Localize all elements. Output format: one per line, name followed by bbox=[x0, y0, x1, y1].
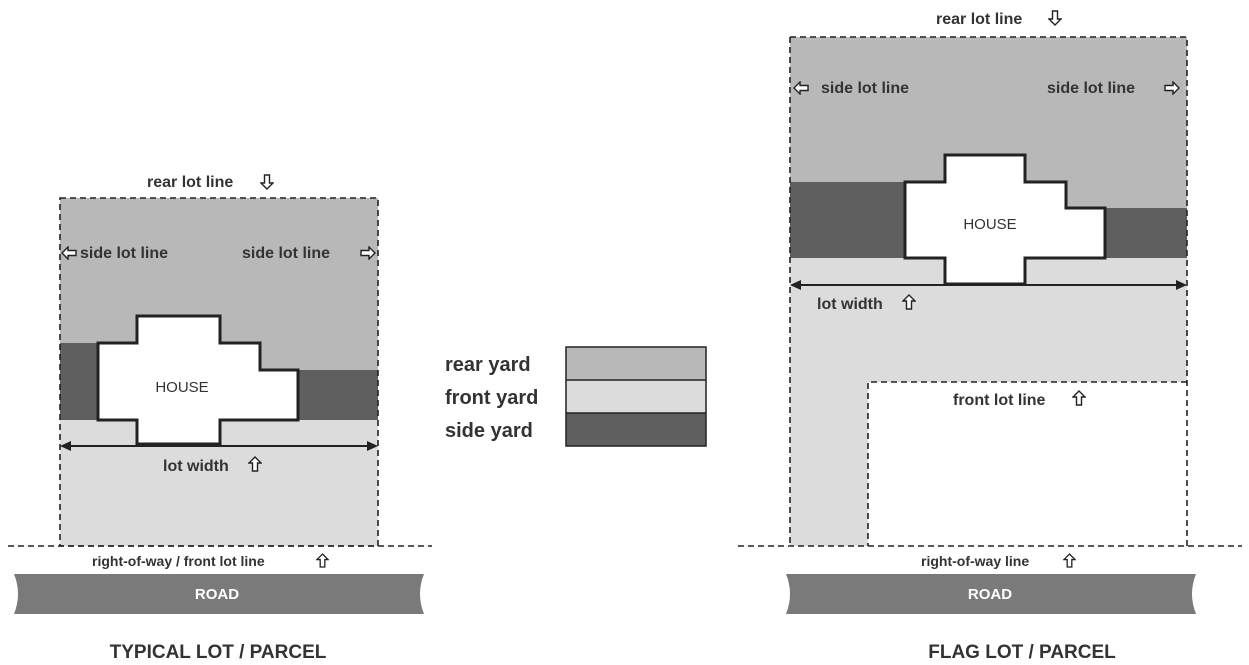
flag-house bbox=[903, 153, 1107, 286]
legend: rear yard front yard side yard bbox=[445, 346, 707, 447]
typical-side-yard-right bbox=[298, 370, 378, 420]
flag-side-lot-line-right-label: side lot line bbox=[1047, 80, 1135, 97]
flag-lot: HOUSE rear lot line side lot line side l… bbox=[738, 10, 1242, 663]
legend-swatch-side-yard bbox=[566, 413, 706, 446]
flag-side-lot-line-left-label: side lot line bbox=[821, 80, 909, 97]
flag-lot-caption: FLAG LOT / PARCEL bbox=[928, 642, 1116, 663]
flag-rear-lot-line-label: rear lot line bbox=[936, 11, 1022, 28]
legend-swatch-rear-yard bbox=[566, 347, 706, 380]
flag-lot-width-dimension bbox=[790, 280, 1187, 290]
legend-label-rear-yard: rear yard bbox=[445, 354, 531, 376]
typical-house-label: HOUSE bbox=[155, 379, 208, 396]
flag-front-lot-line-label: front lot line bbox=[953, 392, 1046, 409]
typical-side-lot-line-right-label: side lot line bbox=[242, 245, 330, 262]
arrow-down-icon bbox=[260, 174, 274, 190]
arrow-up-icon bbox=[1072, 390, 1086, 406]
flag-lot-boundary bbox=[789, 36, 1188, 546]
typical-lot: HOUSE rear lot line side lot line side l… bbox=[8, 174, 432, 663]
flag-road-label: ROAD bbox=[968, 586, 1012, 603]
typical-right-of-way-label: right-of-way / front lot line bbox=[92, 553, 265, 569]
flag-pole-strip bbox=[790, 382, 868, 546]
flag-lot-width-label: lot width bbox=[817, 296, 883, 313]
typical-lot-width-dimension bbox=[60, 441, 378, 451]
typical-lot-caption: TYPICAL LOT / PARCEL bbox=[110, 642, 327, 663]
typical-side-yard-left bbox=[60, 343, 98, 420]
legend-label-front-yard: front yard bbox=[445, 387, 538, 409]
flag-side-yard-left bbox=[790, 182, 905, 258]
flag-side-yard-right bbox=[1105, 208, 1187, 258]
arrow-up-icon bbox=[1063, 553, 1076, 568]
typical-road-label: ROAD bbox=[195, 586, 239, 603]
flag-house-label: HOUSE bbox=[963, 216, 1016, 233]
typical-lot-width-label: lot width bbox=[163, 458, 229, 475]
arrow-down-icon bbox=[1048, 10, 1062, 26]
typical-side-lot-line-left-label: side lot line bbox=[80, 245, 168, 262]
typical-house bbox=[96, 314, 300, 446]
legend-swatch-front-yard bbox=[566, 380, 706, 413]
typical-road bbox=[14, 574, 424, 614]
arrow-up-icon bbox=[316, 553, 329, 568]
flag-road bbox=[786, 574, 1196, 614]
legend-label-side-yard: side yard bbox=[445, 420, 533, 442]
typical-rear-lot-line-label: rear lot line bbox=[147, 174, 233, 191]
flag-right-of-way-label: right-of-way line bbox=[921, 553, 1029, 569]
